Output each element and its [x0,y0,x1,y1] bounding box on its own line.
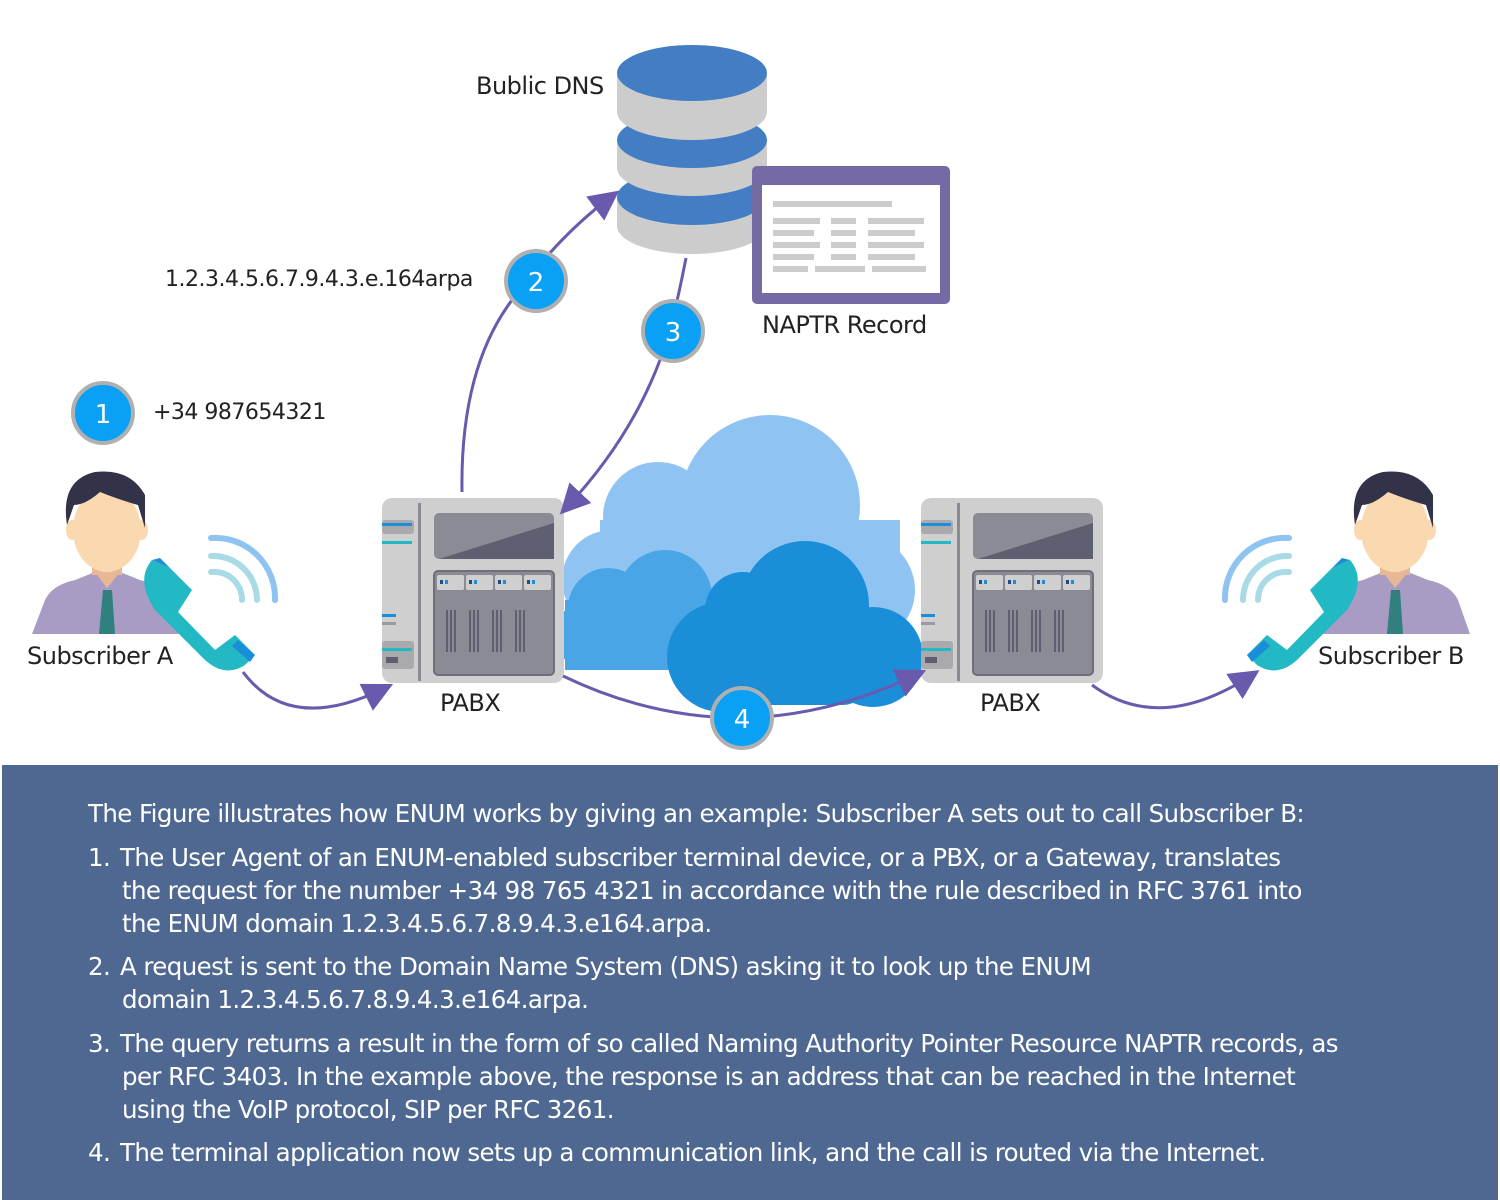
dns-database-icon [617,45,767,254]
step-badge-2-text: 2 [528,268,545,298]
step-3-number: 3. [88,1029,111,1058]
phone-number-label: +34 987654321 [153,400,326,425]
step-1-line-1: The User Agent of an ENUM-enabled subscr… [120,843,1281,872]
step-3-line-3: using the VoIP protocol, SIP per RFC 326… [122,1095,614,1124]
step-4-number: 4. [88,1138,111,1167]
step-1-line-3: the ENUM domain 1.2.3.4.5.6.7.8.9.4.3.e1… [122,909,712,938]
step-1-line-2: the request for the number +34 98 765 43… [122,876,1302,905]
step-2-number: 2. [88,952,111,981]
arrow-pabx-to-subscriber-b [1091,670,1260,710]
pabx-right-label: PABX [980,689,1041,717]
step-badge-1: 1 [71,381,135,445]
pabx-left-icon [382,498,564,683]
panel-intro: The Figure illustrates how ENUM works by… [88,799,1305,828]
step-badge-3: 3 [641,299,705,363]
step-1: 1. The User Agent of an ENUM-enabled subs… [88,841,1302,940]
subscriber-a-ring-waves-icon [208,534,279,603]
subscriber-a-avatar-icon [32,471,182,634]
step-3-line-2: per RFC 3403. In the example above, the … [122,1062,1296,1091]
step-badge-4: 4 [710,686,774,750]
subscriber-a-label: Subscriber A [27,642,173,670]
step-4: 4. The terminal application now sets up a… [88,1136,1266,1169]
subscriber-a-phone-icon [144,558,255,671]
enum-diagram: 1 2 3 4 [32,45,1470,750]
subscriber-b-ring-waves-icon [1221,534,1292,603]
step-3-line-1: The query returns a result in the form o… [120,1029,1339,1058]
step-4-line-1: The terminal application now sets up a c… [120,1138,1266,1167]
pabx-right-icon [921,498,1103,683]
step-badge-2: 2 [504,249,568,313]
dns-label: Bublic DNS [476,72,604,100]
step-2: 2. A request is sent to the Domain Name S… [88,950,1092,1016]
step-2-line-2: domain 1.2.3.4.5.6.7.8.9.4.3.e164.arpa. [122,985,589,1014]
step-1-number: 1. [88,843,111,872]
subscriber-b-phone-icon [1247,558,1358,671]
naptr-record-label: NAPTR Record [762,311,927,339]
arrow-pabx-to-dns [460,190,620,493]
explanation-panel [2,765,1498,1200]
subscriber-b-avatar-icon [1320,471,1470,634]
step-badge-1-text: 1 [95,400,112,430]
enum-domain-label: 1.2.3.4.5.6.7.9.4.3.e.164arpa [165,267,473,292]
step-3: 3. The query returns a result in the form… [88,1027,1339,1126]
step-badge-4-text: 4 [734,705,751,735]
step-badge-3-text: 3 [665,318,682,348]
arrow-subscriber-a-to-pabx [241,671,394,711]
pabx-left-label: PABX [440,689,501,717]
step-2-line-1: A request is sent to the Domain Name Sys… [120,952,1092,981]
internet-cloud-icon [555,415,923,712]
naptr-record-icon [752,166,950,304]
subscriber-b-label: Subscriber B [1318,642,1464,670]
